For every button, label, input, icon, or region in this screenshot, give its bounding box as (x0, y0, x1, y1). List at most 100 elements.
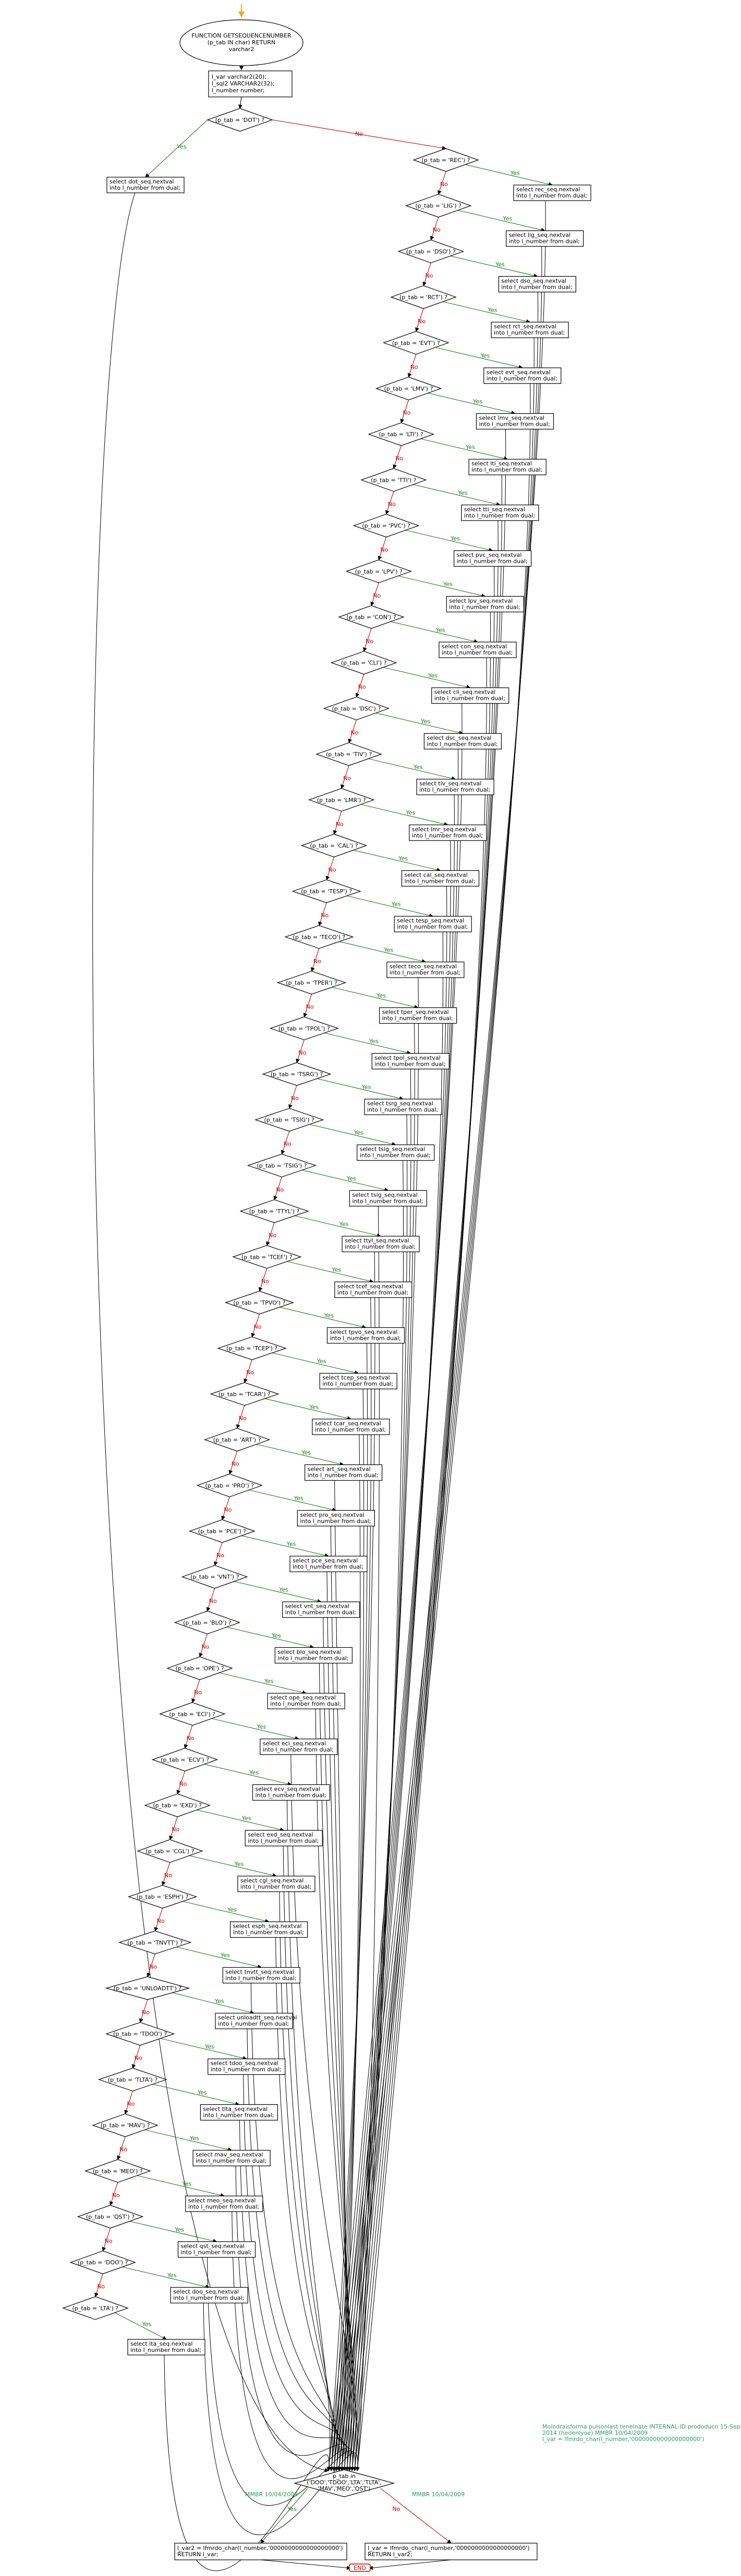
edge-yes-13 (375, 712, 464, 735)
action-label-line-1: into l_number from dual; (352, 1198, 423, 1204)
decision-diamond (98, 2067, 168, 2092)
edge-no-25 (258, 1268, 268, 1292)
yes-label-4: Yes (488, 307, 497, 314)
edge-no-18 (310, 948, 320, 972)
action-label-line-0: select pce_seq.nextval (293, 1557, 358, 1564)
edge-no-0 (272, 119, 446, 150)
action-label-line-0: select cal_seq.nextval (405, 872, 468, 879)
decision-label: (p_tab = 'TSIG') ? (264, 1117, 314, 1124)
action-label-line-1: into l_number from dual; (367, 1106, 438, 1113)
result-right-label-line-1: RETURN l_var2; (368, 2551, 412, 2558)
decision-45: (p_tab = 'MEO') ? (84, 2159, 151, 2183)
decision-diamond (330, 651, 397, 675)
action-box (476, 413, 554, 430)
action-box (289, 1556, 368, 1572)
decision-16: (p_tab = 'CAL') ? (300, 833, 368, 858)
yes-label-37: Yes (241, 1815, 251, 1822)
edge-no-31 (214, 1542, 223, 1566)
yes-label-25: Yes (331, 1266, 341, 1273)
no-label-42: No (135, 2055, 142, 2062)
decision-diamond (405, 194, 472, 218)
no-label-35: No (187, 1735, 195, 1742)
edge-yes-31 (241, 1535, 329, 1558)
yes-label-27: Yes (317, 1358, 326, 1365)
edge-merge-14 (332, 795, 455, 2471)
decision-diamond (300, 833, 368, 858)
edge-no-40 (147, 1954, 155, 1977)
decision-diamond (189, 1519, 256, 1543)
decision-label: (p_tab = 'REC') ? (422, 157, 470, 164)
edge-yes-17 (346, 895, 434, 918)
no-label-26: No (254, 1324, 262, 1330)
action-label-line-1: into l_number from dual; (434, 695, 505, 702)
result-left-label-line-0: l_var2 = lfmrdo_char(l_number,'000000000… (177, 2545, 343, 2552)
action-label-line-1: into l_number from dual; (188, 2203, 259, 2210)
action-label-line-0: select rct_seq.nextval (494, 323, 556, 330)
no-label-33: No (201, 1643, 209, 1650)
yes-label-36: Yes (249, 1769, 259, 1776)
edge-yes-9 (405, 529, 493, 552)
decision-25: (p_tab = 'TCEF') ? (232, 1245, 302, 1269)
declare-label-line-0: l_var varchar2(20); (212, 73, 266, 80)
action-label-line-0: select tiv_seq.nextval (419, 780, 481, 787)
edge-yes-14 (368, 758, 456, 781)
yes-label-43: Yes (197, 2089, 207, 2096)
decision-diamond (127, 1884, 198, 1909)
decision-label: (p_tab = 'PVC') ? (362, 523, 410, 529)
yes-label-26: Yes (324, 1312, 334, 1319)
action-label-line-1: into l_number from dual; (464, 512, 535, 519)
decision-diamond (353, 513, 420, 538)
edge-merge-33 (319, 1663, 355, 2471)
action-label-line-0: select tlta_seq.nextval (203, 2105, 268, 2112)
edge-yes-0 (145, 119, 208, 178)
decision-label: (p_tab = 'MAV') ? (101, 2122, 150, 2129)
edge-yes-23 (302, 1169, 389, 1192)
edge-yes-11 (391, 621, 478, 644)
yes-label-22: Yes (354, 1129, 363, 1136)
final-label-line-0: p_tab in (333, 2473, 356, 2480)
yes-label-39: Yes (227, 1906, 237, 1913)
edge-right-end (369, 2559, 452, 2570)
final-yes-label: Yes (287, 2506, 297, 2512)
action-box (423, 733, 502, 750)
action-label-line-0: select tpol_seq.nextval (374, 1054, 440, 1061)
edge-no-35 (184, 1725, 193, 1749)
no-label-39: No (157, 1918, 165, 1925)
action-label-line-0: select ope_seq.nextval (270, 1694, 336, 1701)
action-label-line-1: into l_number from dual; (173, 2295, 244, 2301)
action-label-line-1: into l_number from dual; (130, 2347, 201, 2353)
decision-40: (p_tab = 'TNVTT') ? (118, 1930, 192, 1954)
decision-label: (p_tab = 'RCT') ? (399, 294, 447, 301)
decision-35: (p_tab = 'ECI') ? (159, 1702, 226, 1726)
edge-yes-1 (465, 164, 553, 187)
decision-21: (p_tab = 'TSRG') ? (262, 1062, 332, 1086)
no-label-36: No (179, 1781, 187, 1788)
result-left-box (174, 2543, 347, 2560)
edge-no-7 (393, 446, 402, 469)
edge-merge-16 (337, 886, 447, 2471)
decision-label: (p_tab = 'TCAR') ? (218, 1391, 271, 1398)
decision-diamond (247, 1153, 317, 1178)
decision-label: (p_tab = 'TTYL') ? (249, 1208, 300, 1215)
edge-no-17 (318, 903, 327, 926)
edge-no-42 (131, 2045, 141, 2069)
no-label-11: No (366, 638, 373, 645)
edge-yes-34 (219, 1672, 307, 1695)
edge-yes-7 (420, 438, 508, 461)
action-label-line-0: select lig_seq.nextval (509, 232, 570, 239)
edge-yes-25 (287, 1261, 374, 1284)
note-line-line-1: 2014 (hedenlyoe) MMBR 10/04/2009 (542, 2430, 648, 2436)
decision-diamond (217, 1336, 287, 1360)
edge-no-8 (385, 491, 394, 515)
edge-yes-19 (332, 987, 419, 1009)
decision-label: (p_tab = 'ECI') ? (169, 1711, 216, 1718)
action-label-line-0: select tesp_seq.nextval (397, 917, 464, 924)
yes-label-14: Yes (413, 764, 423, 771)
final-no-label: No (393, 2506, 400, 2512)
no-label-34: No (194, 1689, 202, 1696)
